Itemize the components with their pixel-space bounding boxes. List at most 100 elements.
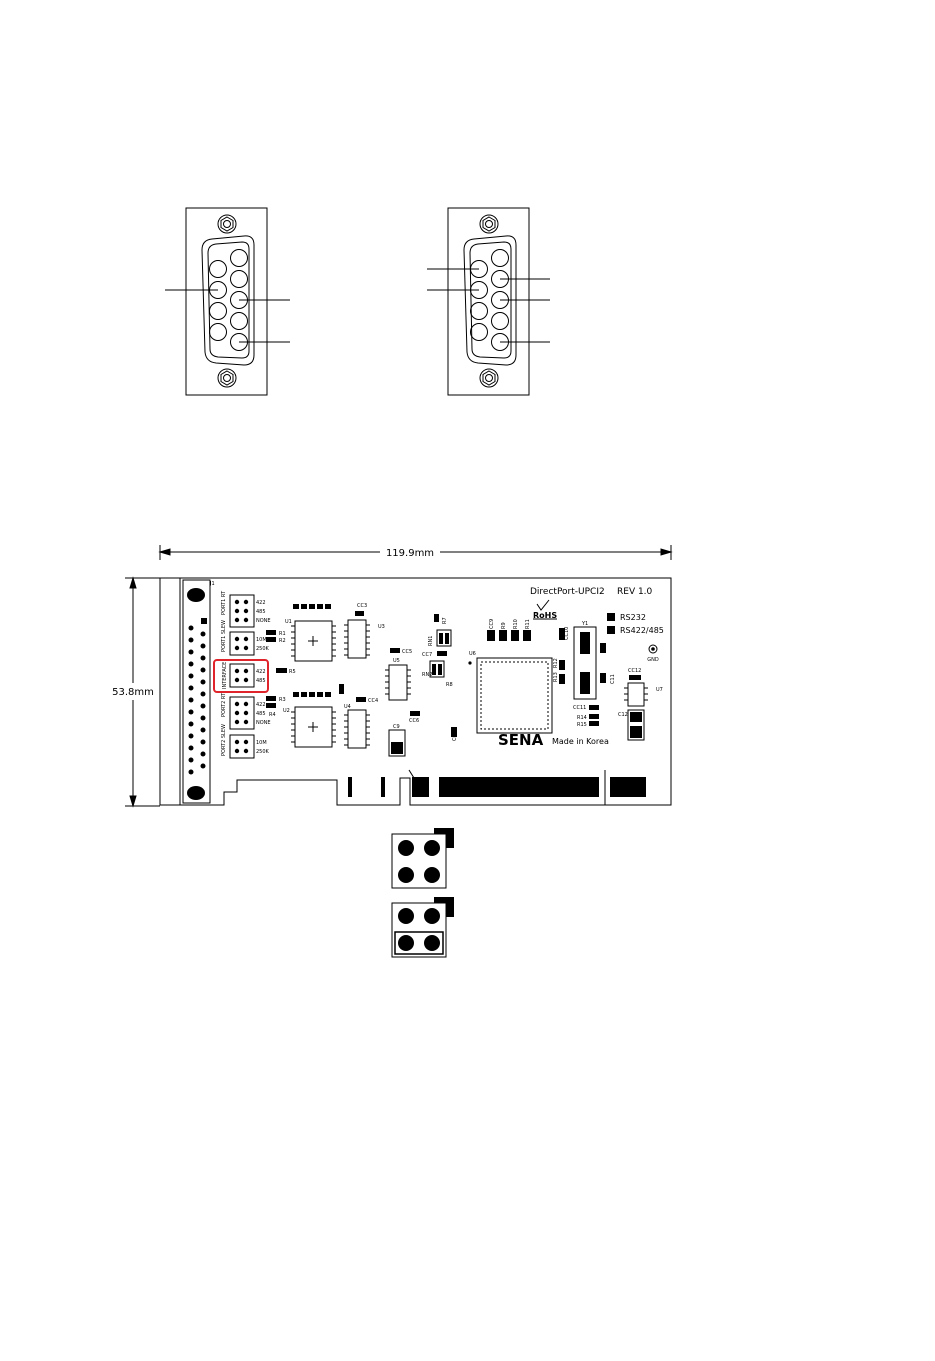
svg-text:10M: 10M xyxy=(256,637,267,643)
jumper-port1-slew: 10M 250K PORT1 SLEW xyxy=(221,620,270,656)
svg-text:CC8: CC8 xyxy=(452,731,458,741)
chip-u1: U1 xyxy=(285,619,336,662)
svg-text:Y1: Y1 xyxy=(581,621,588,627)
chip-u6: U6 xyxy=(468,651,553,734)
db9-connector-right xyxy=(427,207,550,396)
chip-u3: U3 CC3 xyxy=(344,603,385,659)
svg-text:CC3: CC3 xyxy=(357,603,367,609)
svg-text:R3: R3 xyxy=(279,697,286,703)
svg-text:R8: R8 xyxy=(446,682,453,688)
svg-text:R9: R9 xyxy=(501,622,507,629)
capacitor-cc8: CC8 xyxy=(451,727,458,741)
resistor-r7: R7 xyxy=(434,614,448,624)
rs485-legend-marker xyxy=(607,626,615,634)
jumper-port2-slew: 10M 250K PORT2 SLEW xyxy=(221,724,270,759)
svg-text:NONE: NONE xyxy=(256,720,271,726)
svg-text:R1: R1 xyxy=(279,631,286,637)
jumper-detail-bottom xyxy=(391,897,454,958)
height-label: 53.8mm xyxy=(112,687,154,698)
svg-text:PORT1 RT: PORT1 RT xyxy=(221,590,227,615)
resistors-r12-r13: R12 R13 xyxy=(553,658,565,684)
resistors-r1-r2: R1 R2 xyxy=(266,630,286,644)
svg-text:CC4: CC4 xyxy=(368,698,378,704)
svg-text:RN1: RN1 xyxy=(428,636,434,646)
svg-text:250K: 250K xyxy=(256,749,270,755)
board-outline xyxy=(159,577,672,806)
svg-text:INTERFACE: INTERFACE xyxy=(222,662,228,689)
capacitor-cc10: CC10 xyxy=(559,627,570,640)
capacitor-row-mid xyxy=(293,692,331,697)
svg-text:U3: U3 xyxy=(378,624,385,630)
rohs-logo: RoHS xyxy=(533,599,557,620)
svg-text:422: 422 xyxy=(256,702,266,708)
svg-text:R4: R4 xyxy=(269,712,276,718)
svg-text:CC10: CC10 xyxy=(564,627,570,640)
svg-text:U6: U6 xyxy=(469,651,476,657)
width-dimension xyxy=(158,545,673,560)
db9-connector-left xyxy=(165,207,290,396)
svg-text:R5: R5 xyxy=(289,669,296,675)
svg-text:U2: U2 xyxy=(283,708,290,714)
svg-text:C9: C9 xyxy=(393,724,400,730)
capacitor-c12: C12 xyxy=(618,709,645,741)
svg-text:CC9: CC9 xyxy=(489,619,495,629)
svg-text:R7: R7 xyxy=(442,617,448,624)
chip-u4: U4 xyxy=(344,704,370,749)
svg-text:CC12: CC12 xyxy=(628,668,641,674)
rs232-legend: RS232 xyxy=(620,613,646,622)
resistors-r14-r15: R14 R15 xyxy=(577,714,599,728)
resistor-network-rn1: RN1 CC7 xyxy=(422,629,452,658)
board-title: DirectPort-UPCI2 xyxy=(530,587,605,597)
svg-text:250K: 250K xyxy=(256,646,270,652)
svg-text:C11: C11 xyxy=(610,674,616,684)
capacitor-c11: C11 xyxy=(600,673,616,684)
jumper-interface: 422 485 INTERFACE xyxy=(213,659,269,693)
svg-text:CC7: CC7 xyxy=(422,652,432,658)
chip-u5: U5 xyxy=(385,658,411,701)
svg-text:R14: R14 xyxy=(577,715,587,721)
svg-text:R12: R12 xyxy=(553,658,559,668)
svg-text:C12: C12 xyxy=(618,712,628,718)
svg-text:U4: U4 xyxy=(344,704,351,710)
capacitor-cc6: CC6 xyxy=(409,711,420,724)
sena-logo: SENA xyxy=(498,731,544,749)
svg-text:CC5: CC5 xyxy=(402,649,412,655)
connector-j1-label: J1 xyxy=(209,581,215,587)
svg-text:R13: R13 xyxy=(553,672,559,682)
made-in-label: Made in Korea xyxy=(552,737,609,746)
svg-text:PORT2 RT: PORT2 RT xyxy=(221,692,227,717)
svg-text:R11: R11 xyxy=(525,619,531,629)
width-label: 119.9mm xyxy=(386,548,434,559)
svg-text:R2: R2 xyxy=(279,638,286,644)
svg-text:422: 422 xyxy=(256,669,266,675)
svg-text:NONE: NONE xyxy=(256,618,271,624)
svg-text:U7: U7 xyxy=(656,687,663,693)
resistors-r3-r4: R3 R4 xyxy=(266,696,286,718)
board-revision: REV 1.0 xyxy=(617,587,653,597)
capacitor-c9: C9 xyxy=(388,724,406,757)
rs485-legend: RS422/485 xyxy=(620,626,664,635)
crystal-y1: Y1 xyxy=(573,621,597,700)
svg-text:422: 422 xyxy=(256,600,266,606)
jumper-port1-rt: 422 485 NONE PORT1 RT xyxy=(221,590,271,628)
capacitor-row-top xyxy=(293,604,331,609)
svg-text:485: 485 xyxy=(256,678,266,684)
height-dimension xyxy=(125,576,160,808)
capacitor-cc11: CC11 xyxy=(573,705,599,711)
capacitor-cc5: CC5 xyxy=(390,648,412,655)
svg-text:R15: R15 xyxy=(577,722,587,728)
capacitor-cc4: CC4 xyxy=(356,697,378,704)
jumper-port2-rt: 422 485 NONE PORT2 RT xyxy=(221,692,271,730)
resistor-r5: R5 xyxy=(276,668,296,675)
interface-highlight xyxy=(213,659,269,693)
jumper-detail-top xyxy=(391,828,454,889)
svg-text:485: 485 xyxy=(256,609,266,615)
svg-text:R10: R10 xyxy=(513,619,519,629)
svg-text:CC11: CC11 xyxy=(573,705,586,711)
svg-text:CC6: CC6 xyxy=(409,718,419,724)
svg-text:RN2: RN2 xyxy=(422,672,432,678)
resistors-r9-r11: R9 R10 R11 CC9 xyxy=(487,619,531,641)
svg-text:U5: U5 xyxy=(393,658,400,664)
rs232-legend-marker xyxy=(607,613,615,621)
